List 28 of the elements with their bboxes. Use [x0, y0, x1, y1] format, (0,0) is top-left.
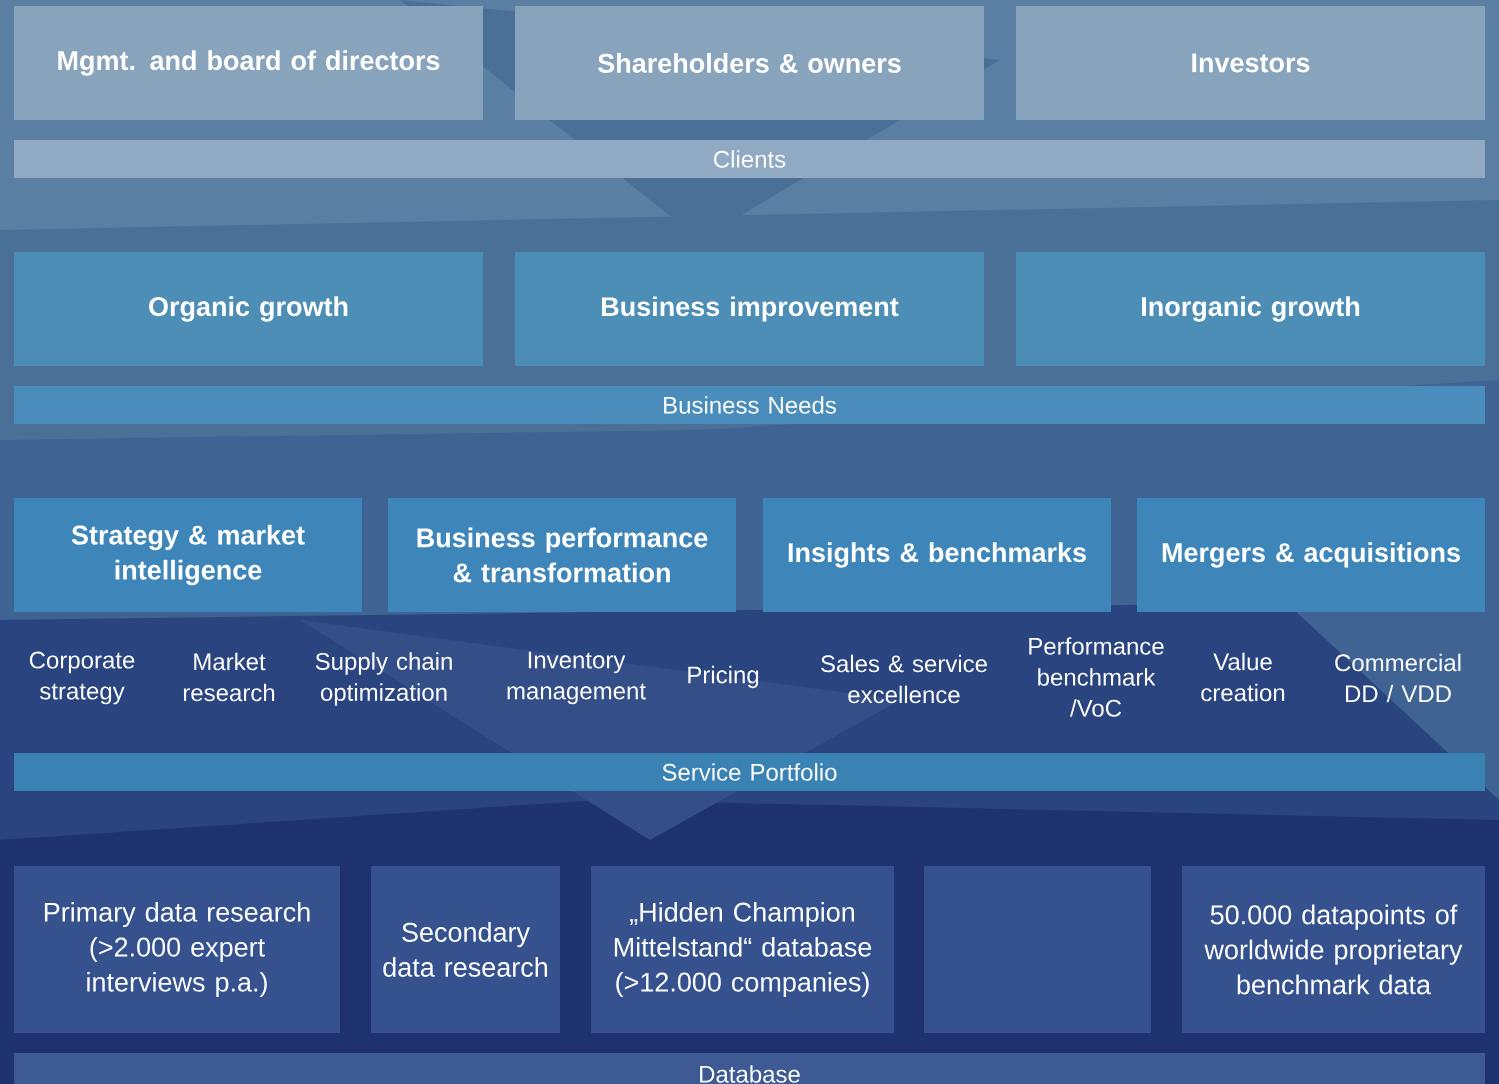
stakeholder-box: Investors — [1016, 6, 1485, 120]
service-label: Performance benchmark /VoC — [1029, 637, 1164, 717]
service-label: Sales & service excellence — [821, 654, 987, 704]
service-label: Value creation — [1201, 652, 1285, 702]
database-box: Secondary data research — [371, 866, 560, 1033]
database-box: 50.000 datapoints of worldwide proprietary benchmark data — [1182, 866, 1485, 1033]
service-label: Inventory management — [507, 651, 646, 705]
database-box — [924, 866, 1151, 1033]
service-box: Insights & benchmarks — [763, 498, 1111, 612]
database-box: „Hidden Champion Mittelstand“ database (>12.000 companies) — [591, 866, 894, 1033]
service-label: Corporate strategy — [29, 651, 135, 705]
section-band: Business Needs — [14, 386, 1485, 424]
service-label: Pricing — [688, 665, 759, 689]
service-label: Supply chain optimization — [315, 652, 452, 706]
service-label: Commercial DD / VDD — [1335, 653, 1461, 703]
service-label: Market research — [183, 652, 275, 702]
need-box: Business improvement — [515, 252, 984, 366]
section-band: Clients — [14, 140, 1485, 178]
service-box: Mergers & acquisitions — [1137, 498, 1485, 612]
section-band: Service Portfolio — [14, 753, 1485, 791]
service-box: Strategy & market intelligence — [14, 498, 362, 612]
need-box: Inorganic growth — [1016, 252, 1485, 366]
need-box: Organic growth — [14, 252, 483, 366]
stakeholder-box: Mgmt. and board of directors — [14, 6, 483, 120]
database-box: Primary data research (>2.000 expert interviews p.a.) — [14, 866, 340, 1033]
section-band: Database — [14, 1053, 1485, 1084]
service-box: Business performance & transformation — [388, 498, 736, 612]
stakeholder-box: Shareholders & owners — [515, 6, 984, 120]
